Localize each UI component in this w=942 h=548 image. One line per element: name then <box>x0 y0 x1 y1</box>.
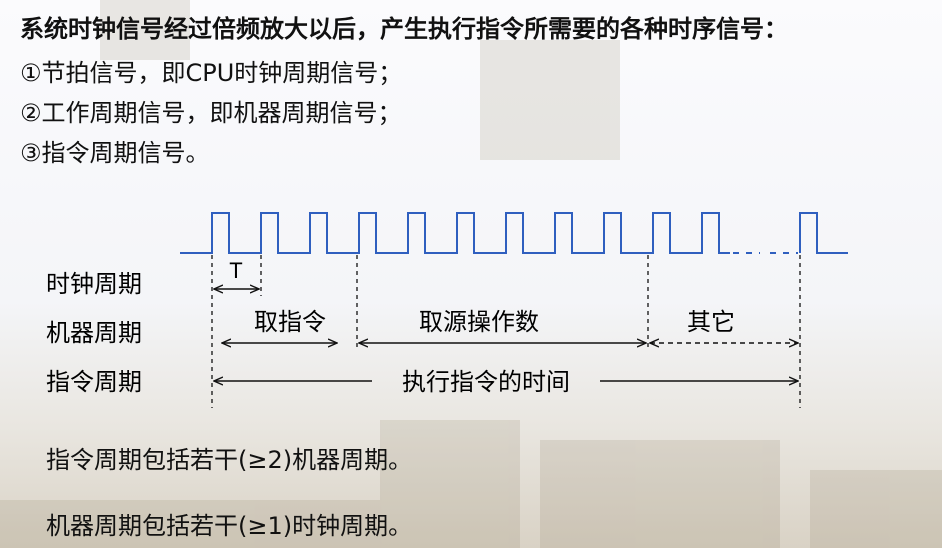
execute-time-label: 执行指令的时间 <box>402 368 570 396</box>
timing-diagram: T 取指令 取源操作数 其它 执行指令的时间 时钟周期 机器周期 指令周期 <box>46 212 848 408</box>
clock-period-label: T <box>229 258 242 283</box>
machine-other-label: 其它 <box>687 308 735 336</box>
note-instruction-cycle: 指令周期包括若干(≥2)机器周期。 <box>46 446 413 474</box>
heading-item-2: ②工作周期信号，即机器周期信号； <box>20 99 402 127</box>
bg-building <box>480 40 620 160</box>
machine-fetch-label: 取指令 <box>254 308 326 336</box>
clock-waveform <box>180 212 730 254</box>
bg-building <box>540 440 780 548</box>
heading-item-1: ①节拍信号，即CPU时钟周期信号； <box>20 59 403 87</box>
heading-item-3: ③指令周期信号。 <box>20 139 210 167</box>
row-label-clock: 时钟周期 <box>46 270 142 298</box>
clock-waveform-tail <box>799 212 848 254</box>
row-label-instruction: 指令周期 <box>46 368 142 396</box>
heading-intro: 系统时钟信号经过倍频放大以后，产生执行指令所需要的各种时序信号： <box>20 15 788 43</box>
row-label-machine: 机器周期 <box>46 319 142 347</box>
bg-building <box>810 470 942 548</box>
machine-operand-label: 取源操作数 <box>419 308 539 336</box>
note-machine-cycle: 机器周期包括若干(≥1)时钟周期。 <box>46 512 413 540</box>
